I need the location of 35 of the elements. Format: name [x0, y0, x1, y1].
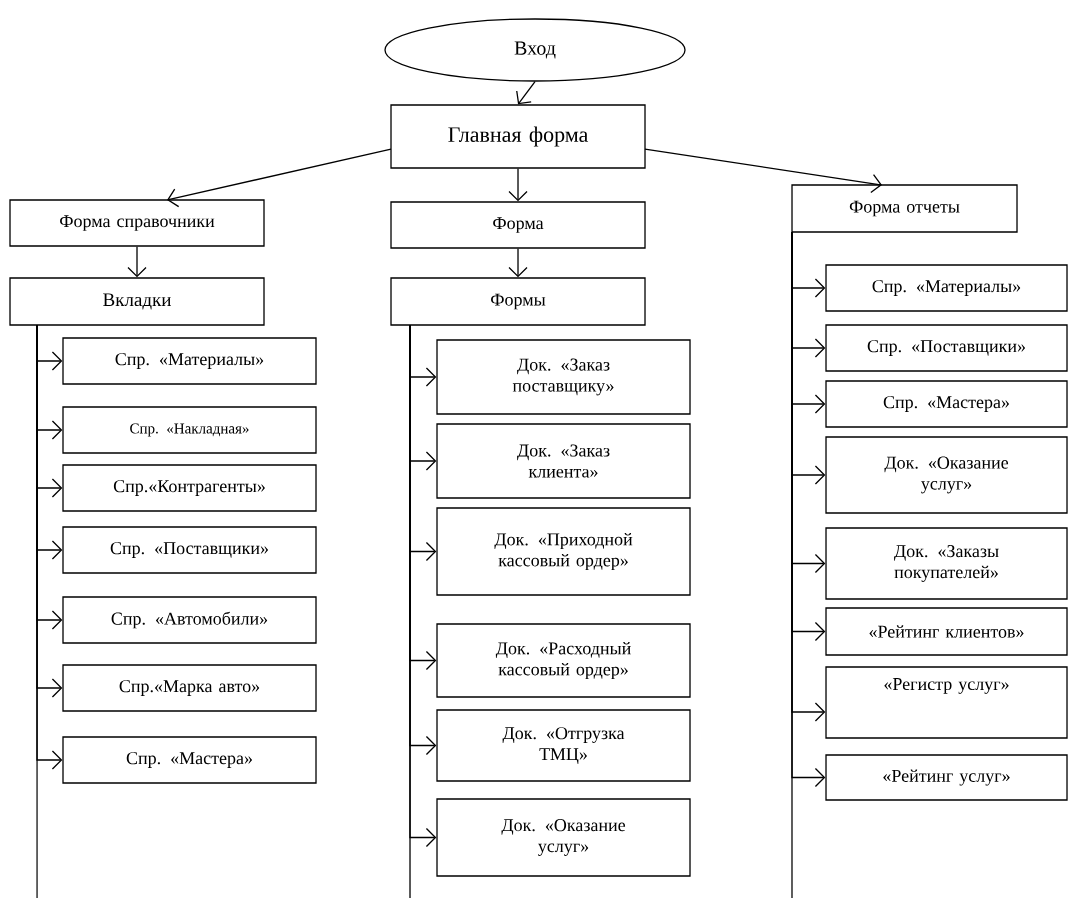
- form-box: Док. «Заказы покупателей»: [825, 527, 1068, 600]
- form-box: Док. «Заказ поставщику»: [436, 339, 691, 415]
- arrow: [508, 168, 528, 202]
- form-box: Форма справочники: [9, 199, 265, 247]
- form-box: «Регистр услуг»: [825, 666, 1068, 739]
- form-box: Главная форма: [390, 104, 646, 169]
- form-box: Док. «Заказ клиента»: [436, 423, 691, 499]
- form-box: Док. «Расходный кассовый ордер»: [436, 623, 691, 698]
- form-box: «Рейтинг клиентов»: [825, 607, 1068, 656]
- arrow: [409, 324, 437, 848]
- form-box: Док. «Приходной кассовый ордер»: [436, 507, 691, 596]
- form-box: Спр.«Контрагенты»: [62, 464, 317, 512]
- form-box: Док. «Оказание услуг»: [825, 436, 1068, 514]
- form-box: Спр. «Накладная»: [62, 406, 317, 454]
- arrow: [516, 81, 536, 105]
- form-box: Спр. «Материалы»: [62, 337, 317, 385]
- arrow: [127, 246, 147, 278]
- form-box: Спр. «Автомобили»: [62, 596, 317, 644]
- form-box: «Рейтинг услуг»: [825, 754, 1068, 801]
- form-box: Спр. «Мастера»: [825, 380, 1068, 428]
- arrow: [508, 248, 528, 278]
- form-box: Спр.«Марка авто»: [62, 664, 317, 712]
- form-box: Спр. «Материалы»: [825, 264, 1068, 312]
- form-box: Спр. «Поставщики»: [62, 526, 317, 574]
- form-box: Вкладки: [9, 277, 265, 326]
- form-box: Спр. «Мастера»: [62, 736, 317, 784]
- form-box: Док. «Оказание услуг»: [436, 798, 691, 877]
- arrow: [167, 148, 392, 208]
- form-box: Формы: [390, 277, 646, 326]
- form-box: Форма: [390, 201, 646, 249]
- form-box: Форма отчеты: [791, 184, 1018, 233]
- form-box: Спр. «Поставщики»: [825, 324, 1068, 372]
- form-box: Док. «Отгрузка ТМЦ»: [436, 709, 691, 782]
- arrow: [644, 148, 882, 194]
- arrow: [36, 324, 63, 770]
